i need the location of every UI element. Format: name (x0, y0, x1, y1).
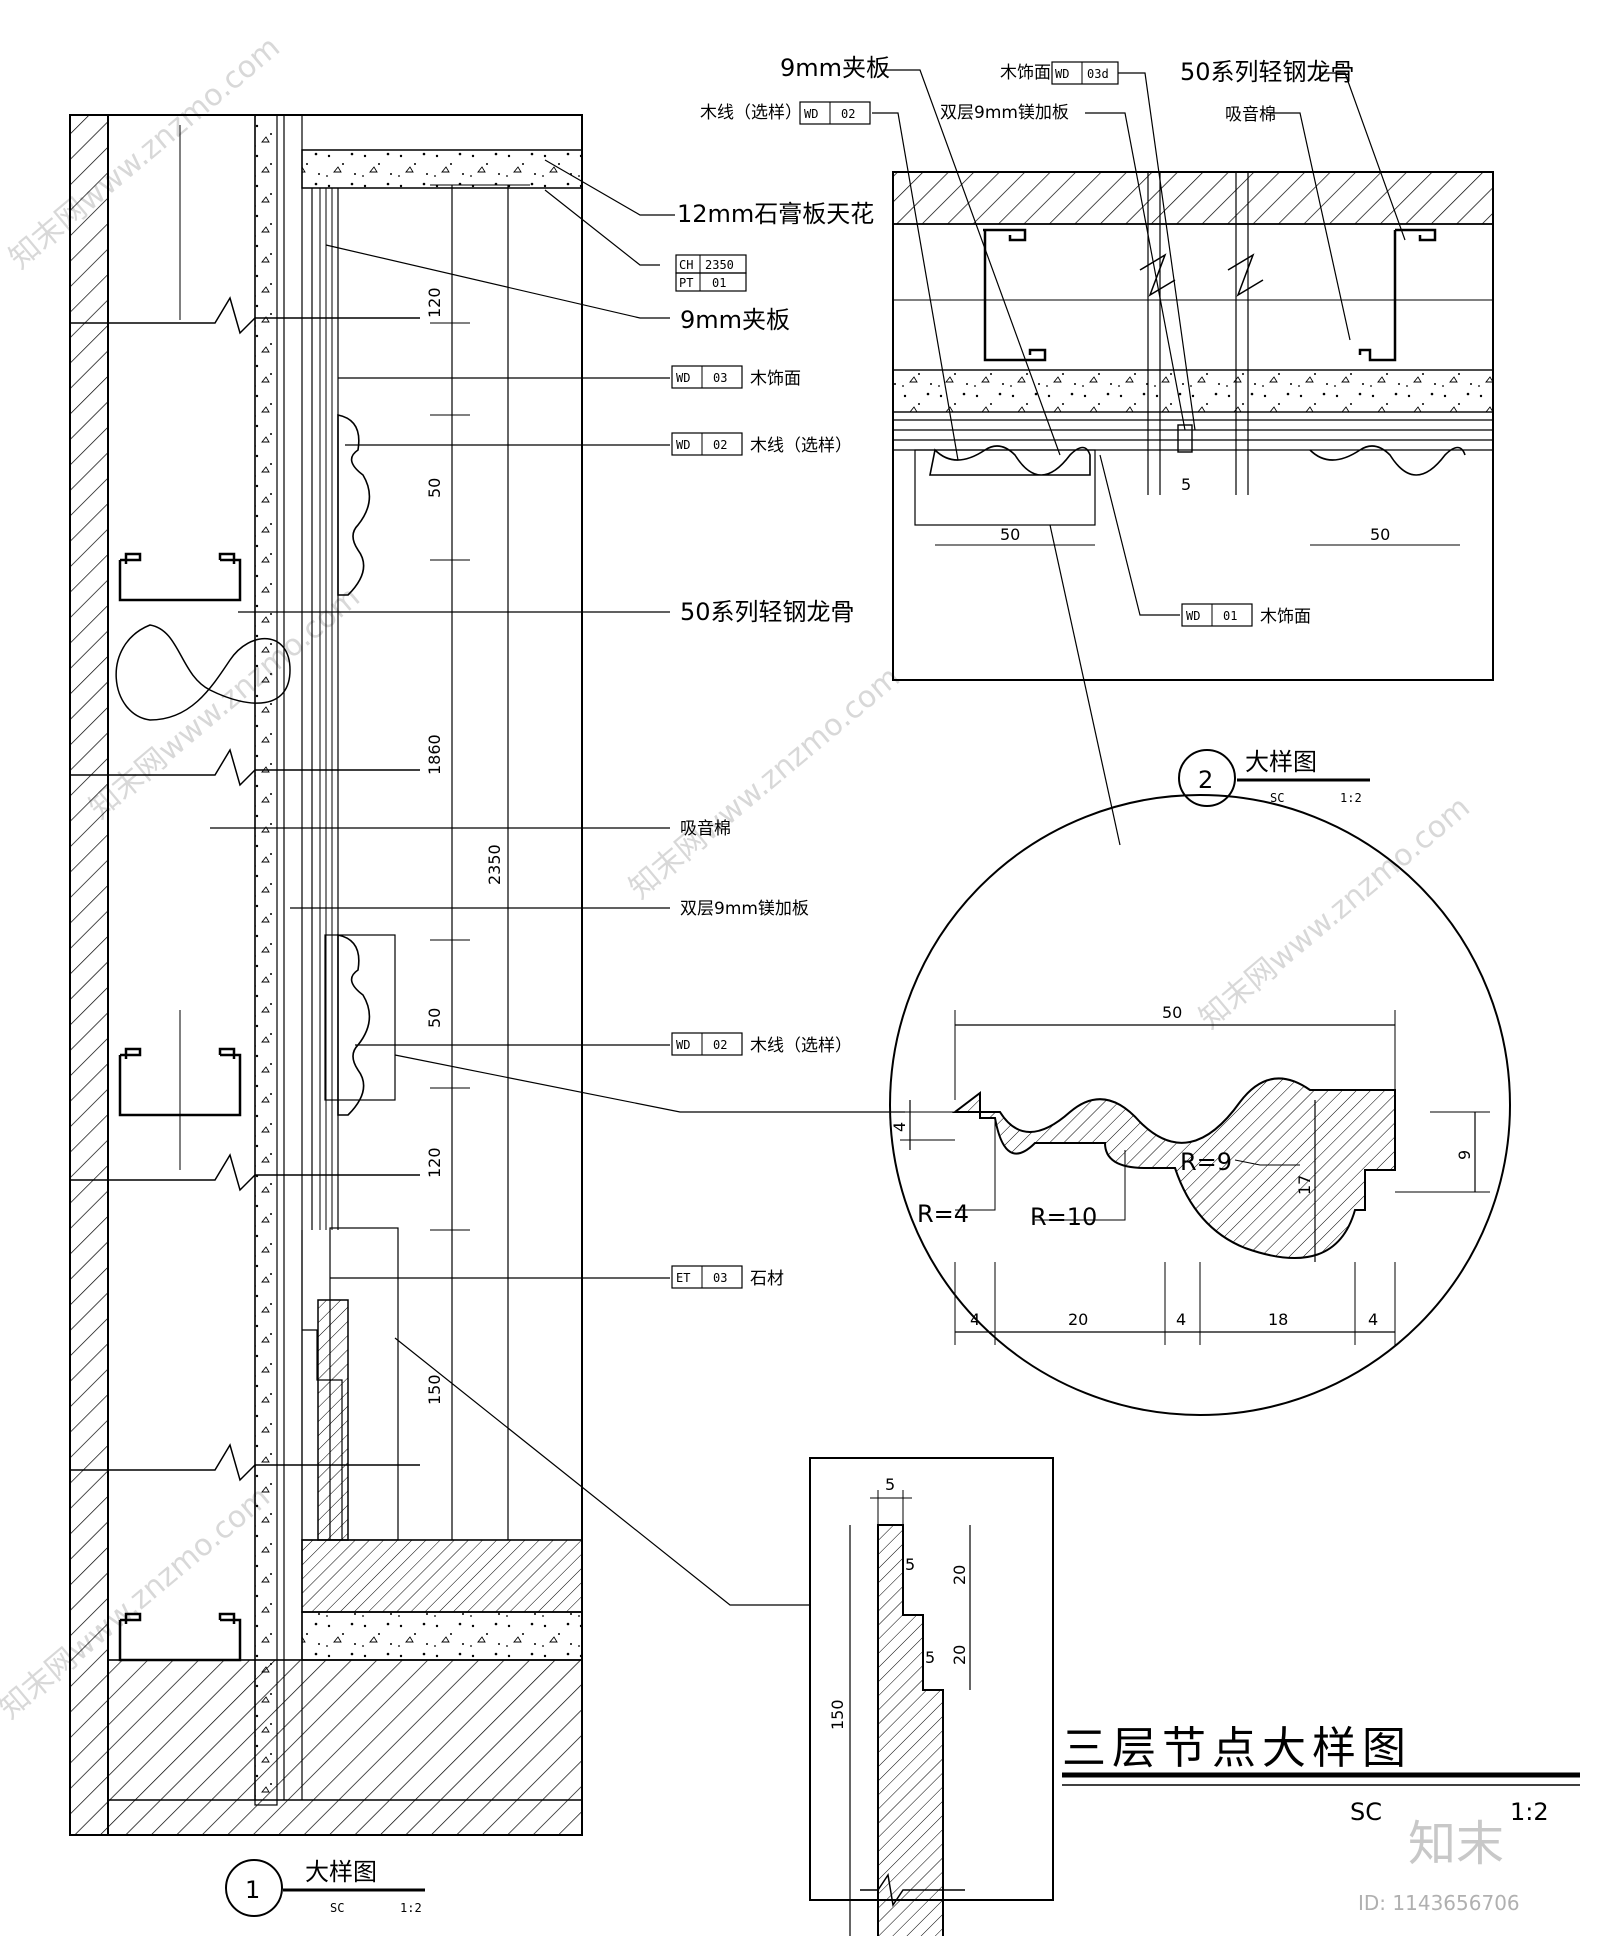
caption-2-title: 大样图 (1245, 748, 1317, 776)
drawing-scale: 1:2 (1510, 1798, 1549, 1826)
tag-code: PT (679, 276, 693, 290)
caption-2-scale: 1:2 (1340, 791, 1362, 805)
dim-120-top: 120 (425, 287, 444, 318)
watermark-text: 知末网www.znzmo.com (3, 30, 287, 276)
radius-r9: R=9 (1180, 1148, 1232, 1176)
dim-50-a: 50 (1000, 525, 1020, 544)
label-acoustic-wool: 吸音棉 (680, 819, 731, 839)
tag-ch-2350: CH 2350 PT 01 (675, 254, 747, 292)
drawing-title: 三层节点大样图 (1062, 1723, 1412, 1774)
dim-1860: 1860 (425, 734, 444, 775)
caption-1-scale: 1:2 (400, 1901, 422, 1915)
circle-dim-4: 4 (890, 1122, 909, 1132)
circle-dim-b20: 20 (1068, 1310, 1088, 1329)
tag-code: ET (676, 1271, 690, 1285)
watermark-text: 知末网www.znzmo.com (623, 660, 907, 906)
caption-1-title: 大样图 (305, 1858, 377, 1886)
label-ceiling-board: 12mm石膏板天花 (677, 200, 874, 228)
caption-detail-1: 1 大样图 SC 1:2 (225, 1858, 425, 1917)
caption-1-scale-code: SC (330, 1901, 344, 1915)
tag-code: WD (1186, 609, 1200, 623)
tag-d2-wd-02: WD 02 (799, 101, 871, 125)
stone-dim-150: 150 (828, 1699, 847, 1730)
label-stone: 石材 (750, 1269, 784, 1289)
circle-dim-50: 50 (1162, 1003, 1182, 1022)
stone-dim-5-low: 5 (925, 1648, 935, 1667)
watermark-text: 知末网www.znzmo.com (83, 580, 367, 826)
section-detail-2: 50 50 5 9mm夹板 木线（选样） WD 02 双层9mm镁加板 木饰面 … (700, 54, 1494, 807)
brand-logo: 知末 (1408, 1816, 1504, 1872)
section-detail-1: 120 50 1860 2350 50 120 150 (69, 114, 583, 1836)
tag-value: 03d (1087, 67, 1109, 81)
circle-dim-b4c: 4 (1368, 1310, 1378, 1329)
magnified-molding-detail: 50 9 17 4 R=4 R=10 R=9 4 20 4 18 4 (394, 524, 1511, 1416)
circle-dim-b4a: 4 (970, 1310, 980, 1329)
dim-120-bottom: 120 (425, 1147, 444, 1178)
stone-dim-20-a: 20 (950, 1565, 969, 1585)
dim-5: 5 (1181, 475, 1191, 494)
left-detail-annotations: 12mm石膏板天花 CH 2350 PT 01 9mm夹板 WD 03 木饰面 … (210, 159, 874, 1289)
label-d2-veneer: 木饰面 (1000, 63, 1051, 83)
drawing-scale-code: SC (1350, 1798, 1382, 1826)
tag-value: 01 (1223, 609, 1237, 623)
tag-d2-wd-01: WD 01 (1181, 603, 1253, 627)
tag-value: 03 (713, 371, 727, 385)
dim-150: 150 (425, 1374, 444, 1405)
dim-2350: 2350 (485, 844, 504, 885)
tag-code: WD (676, 1038, 690, 1052)
label-d2-wool: 吸音棉 (1225, 105, 1276, 125)
label-d2-double-board: 双层9mm镁加板 (940, 103, 1069, 123)
stone-base-detail: 5 5 5 20 20 150 (394, 1337, 1054, 1936)
tag-code: WD (676, 371, 690, 385)
radius-r4: R=4 (917, 1200, 969, 1228)
label-wood-line-b: 木线（选样） (750, 1036, 852, 1056)
radius-r10: R=10 (1030, 1203, 1097, 1231)
circle-dim-b4b: 4 (1176, 1310, 1186, 1329)
watermark-logo: 知末 ID: 1143656706 (1358, 1816, 1520, 1915)
circle-dim-17: 17 (1295, 1175, 1314, 1195)
label-d2-keel: 50系列轻钢龙骨 (1180, 58, 1355, 86)
dim-50-b: 50 (1370, 525, 1390, 544)
tag-value: 03 (713, 1271, 727, 1285)
tag-value: 02 (713, 1038, 727, 1052)
tag-et-03: ET 03 (671, 1265, 743, 1289)
stone-dim-5-top: 5 (885, 1475, 895, 1494)
circle-dim-9: 9 (1455, 1150, 1474, 1160)
stone-dim-5-mid: 5 (905, 1555, 915, 1574)
caption-2-number: 2 (1198, 766, 1213, 794)
label-9mm-plywood: 9mm夹板 (680, 306, 790, 334)
tag-value: 02 (841, 107, 855, 121)
tag-wd-02: WD 02 (671, 432, 743, 456)
label-d2-plywood: 9mm夹板 (780, 54, 890, 82)
tag-value: 2350 (705, 258, 734, 272)
tag-code: CH (679, 258, 693, 272)
circle-dim-b18: 18 (1268, 1310, 1288, 1329)
dim-50-bottom: 50 (425, 1008, 444, 1028)
tag-value: 02 (713, 438, 727, 452)
label-wood-veneer: 木饰面 (750, 369, 801, 389)
label-d2-wood-line: 木线（选样） (700, 103, 802, 123)
tag-d2-wd-03d: WD 03d (1051, 61, 1119, 85)
dim-50-top: 50 (425, 478, 444, 498)
caption-1-number: 1 (245, 1876, 260, 1904)
tag-wd-03: WD 03 (671, 365, 743, 389)
tag-value: 01 (712, 276, 726, 290)
tag-code: WD (1055, 67, 1069, 81)
image-id: ID: 1143656706 (1358, 1891, 1520, 1915)
main-title-block: 三层节点大样图 SC 1:2 (1062, 1723, 1580, 1826)
label-steel-keel: 50系列轻钢龙骨 (680, 598, 855, 626)
tag-code: WD (804, 107, 818, 121)
label-d2-wd01: 木饰面 (1260, 607, 1311, 627)
label-wood-line: 木线（选样） (750, 436, 852, 456)
label-double-board: 双层9mm镁加板 (680, 899, 809, 919)
caption-2-scale-code: SC (1270, 791, 1284, 805)
tag-wd-02b: WD 02 (671, 1032, 743, 1056)
stone-dim-20-b: 20 (950, 1645, 969, 1665)
tag-code: WD (676, 438, 690, 452)
